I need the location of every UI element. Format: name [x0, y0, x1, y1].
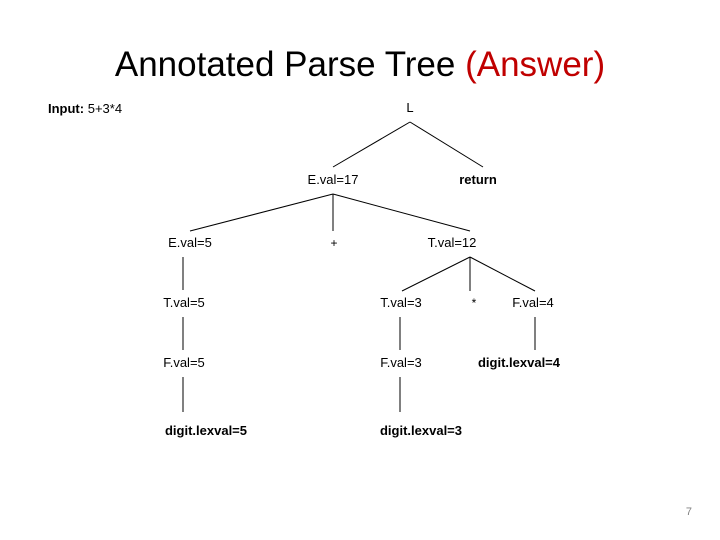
page-title-accent: (Answer): [465, 45, 606, 84]
tree-node-star: *: [471, 296, 477, 310]
tree-node-dl4: digit.lexval=4: [477, 355, 561, 370]
tree-edge-E17-to-E5: [189, 193, 334, 232]
tree-edge-L-to-return: [409, 121, 484, 168]
tree-node-F4: F.val=4: [512, 295, 554, 310]
input-caption: Input: 5+3*4: [48, 100, 122, 117]
tree-node-dl3: digit.lexval=3: [379, 423, 463, 438]
page-title-main: Annotated Parse Tree: [114, 45, 466, 84]
tree-node-T12: T.val=12: [427, 235, 477, 250]
tree-node-L: L: [406, 100, 414, 115]
tree-edge-E17-to-T12: [332, 193, 471, 232]
tree-node-E17: E.val=17: [307, 172, 359, 187]
tree-node-F5: F.val=5: [163, 355, 205, 370]
page-number: 7: [685, 506, 692, 518]
tree-node-E5: E.val=5: [168, 235, 212, 250]
page-title: Annotated Parse Tree (Answer): [0, 44, 720, 86]
tree-node-T5: T.val=5: [163, 295, 205, 310]
tree-node-return: return: [459, 172, 497, 187]
input-caption-value: 5+3*4: [87, 101, 123, 116]
tree-node-dl5: digit.lexval=5: [164, 423, 248, 438]
tree-node-T3: T.val=3: [380, 295, 422, 310]
tree-node-F3: F.val=3: [380, 355, 422, 370]
tree-node-plus: +: [330, 236, 338, 250]
tree-edge-T12-to-F4: [469, 256, 536, 292]
input-caption-label: Input:: [48, 101, 85, 116]
tree-edge-T12-to-T3: [401, 256, 471, 292]
tree-edge-L-to-E17: [332, 121, 411, 168]
